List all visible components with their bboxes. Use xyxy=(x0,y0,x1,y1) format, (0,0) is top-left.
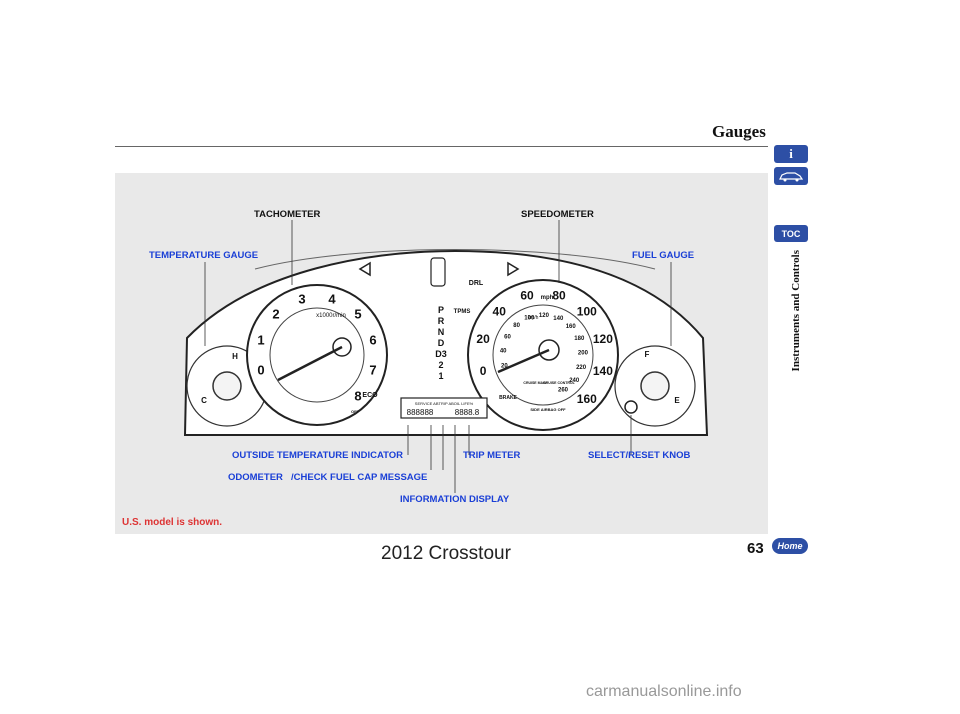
speed-kmh-tick-label: 40 xyxy=(500,349,507,355)
callout-tachometer: TACHOMETER xyxy=(254,209,321,220)
car-glyph xyxy=(779,172,804,182)
home-button[interactable]: Home xyxy=(772,538,808,554)
tach-tick-label: 3 xyxy=(298,292,305,307)
tach-tick-label: 0 xyxy=(257,363,264,378)
model-note: U.S. model is shown. xyxy=(122,517,223,528)
page-heading: Gauges xyxy=(712,122,766,141)
fuel-empty-label: E xyxy=(674,396,680,405)
speed-mph-tick-label: 40 xyxy=(493,304,507,318)
tach-tick-label: 4 xyxy=(328,292,336,307)
eco-label: ECO xyxy=(362,392,378,399)
speed-kmh-tick-label: 20 xyxy=(501,364,508,370)
tach-unit-label: x1000r/min xyxy=(316,313,346,319)
watermark: carmanualsonline.info xyxy=(586,683,742,700)
speed-kmh-tick-label: 120 xyxy=(539,313,550,319)
speed-kmh-tick-label: 140 xyxy=(553,316,564,322)
car-icon[interactable] xyxy=(774,167,808,185)
info-display-left: 888888 xyxy=(407,408,434,417)
temp-hot-label: H xyxy=(232,352,238,361)
tach-tick-label: 5 xyxy=(354,307,361,322)
heading-rule xyxy=(115,146,768,147)
speed-kmh-tick-label: 100 xyxy=(524,316,535,322)
drl-label: DRL xyxy=(469,280,484,287)
callout-temperature-gauge: TEMPERATURE GAUGE xyxy=(149,250,259,261)
callout-fuel-gauge: FUEL GAUGE xyxy=(632,250,695,261)
cruise-main-label: CRUISE MAIN xyxy=(523,381,547,385)
info-display-header: SERVICE ABTRIP ABOIL LIFE% xyxy=(415,401,474,406)
page-number: 63 xyxy=(747,540,764,557)
gear-letter: D xyxy=(438,338,445,348)
callout-outside-temperature: OUTSIDE TEMPERATURE INDICATOR xyxy=(232,450,404,461)
gear-letter: 2 xyxy=(438,360,443,370)
callout-odometer: ODOMETER xyxy=(228,472,283,483)
speed-kmh-tick-label: 160 xyxy=(566,324,577,330)
callout-information-display: INFORMATION DISPLAY xyxy=(400,494,510,505)
info-display-right: 8888.8 xyxy=(455,408,480,417)
gear-letter: 1 xyxy=(438,371,443,381)
callout-speedometer: SPEEDOMETER xyxy=(521,209,594,220)
speed-kmh-tick-label: 60 xyxy=(504,335,511,341)
brake-label: BRAKE xyxy=(499,395,517,401)
vsa-off-label: OFF xyxy=(351,409,360,414)
home-label: Home xyxy=(777,541,803,551)
info-icon-glyph: i xyxy=(789,146,793,161)
fuel-full-label: F xyxy=(645,350,650,359)
temp-cold-label: C xyxy=(201,396,207,405)
speed-kmh-tick-label: 220 xyxy=(576,365,587,371)
speed-mph-tick-label: 140 xyxy=(593,364,613,378)
gear-letter: P xyxy=(438,305,444,315)
tach-tick-label: 7 xyxy=(369,363,376,378)
footer-title: 2012 Crosstour xyxy=(381,543,511,564)
tpms-label: TPMS xyxy=(454,309,471,315)
toc-label: TOC xyxy=(781,228,801,239)
tach-tick-label: 1 xyxy=(257,333,264,348)
callout-trip-meter: TRIP METER xyxy=(463,450,521,461)
speed-kmh-tick-label: 260 xyxy=(558,388,569,394)
callout-check-fuel-cap: /CHECK FUEL CAP MESSAGE xyxy=(291,472,428,483)
speed-mph-tick-label: 120 xyxy=(593,332,613,346)
speed-mph-tick-label: 60 xyxy=(520,288,534,302)
gear-letter: R xyxy=(438,316,445,326)
tach-tick-label: 8 xyxy=(354,389,361,404)
speed-kmh-tick-label: 80 xyxy=(513,323,520,329)
toc-button[interactable]: TOC xyxy=(774,225,808,242)
speed-mph-tick-label: 100 xyxy=(577,304,597,318)
speed-mph-tick-label: 80 xyxy=(552,288,566,302)
info-icon[interactable]: i xyxy=(774,145,808,163)
speed-unit-kmh: km/h xyxy=(528,315,539,321)
tach-tick-label: 6 xyxy=(369,333,376,348)
speed-kmh-tick-label: 240 xyxy=(569,378,580,384)
section-side-label: Instruments and Controls xyxy=(790,250,802,372)
callout-select-reset-knob: SELECT/RESET KNOB xyxy=(588,450,691,461)
cruise-control-label: CRUISE CONTROL xyxy=(543,381,575,385)
speed-kmh-tick-label: 200 xyxy=(578,351,589,357)
speed-kmh-tick-label: 180 xyxy=(574,336,585,342)
speed-mph-tick-label: 160 xyxy=(577,392,597,406)
side-airbag-label: SIDE AIRBAG OFF xyxy=(530,407,566,412)
gear-letter: N xyxy=(438,327,445,337)
speed-mph-tick-label: 20 xyxy=(476,332,490,346)
speed-mph-tick-label: 0 xyxy=(480,364,487,378)
speed-unit-mph: mph xyxy=(541,295,554,301)
tach-tick-label: 2 xyxy=(272,307,279,322)
gear-letter: D3 xyxy=(435,349,447,359)
